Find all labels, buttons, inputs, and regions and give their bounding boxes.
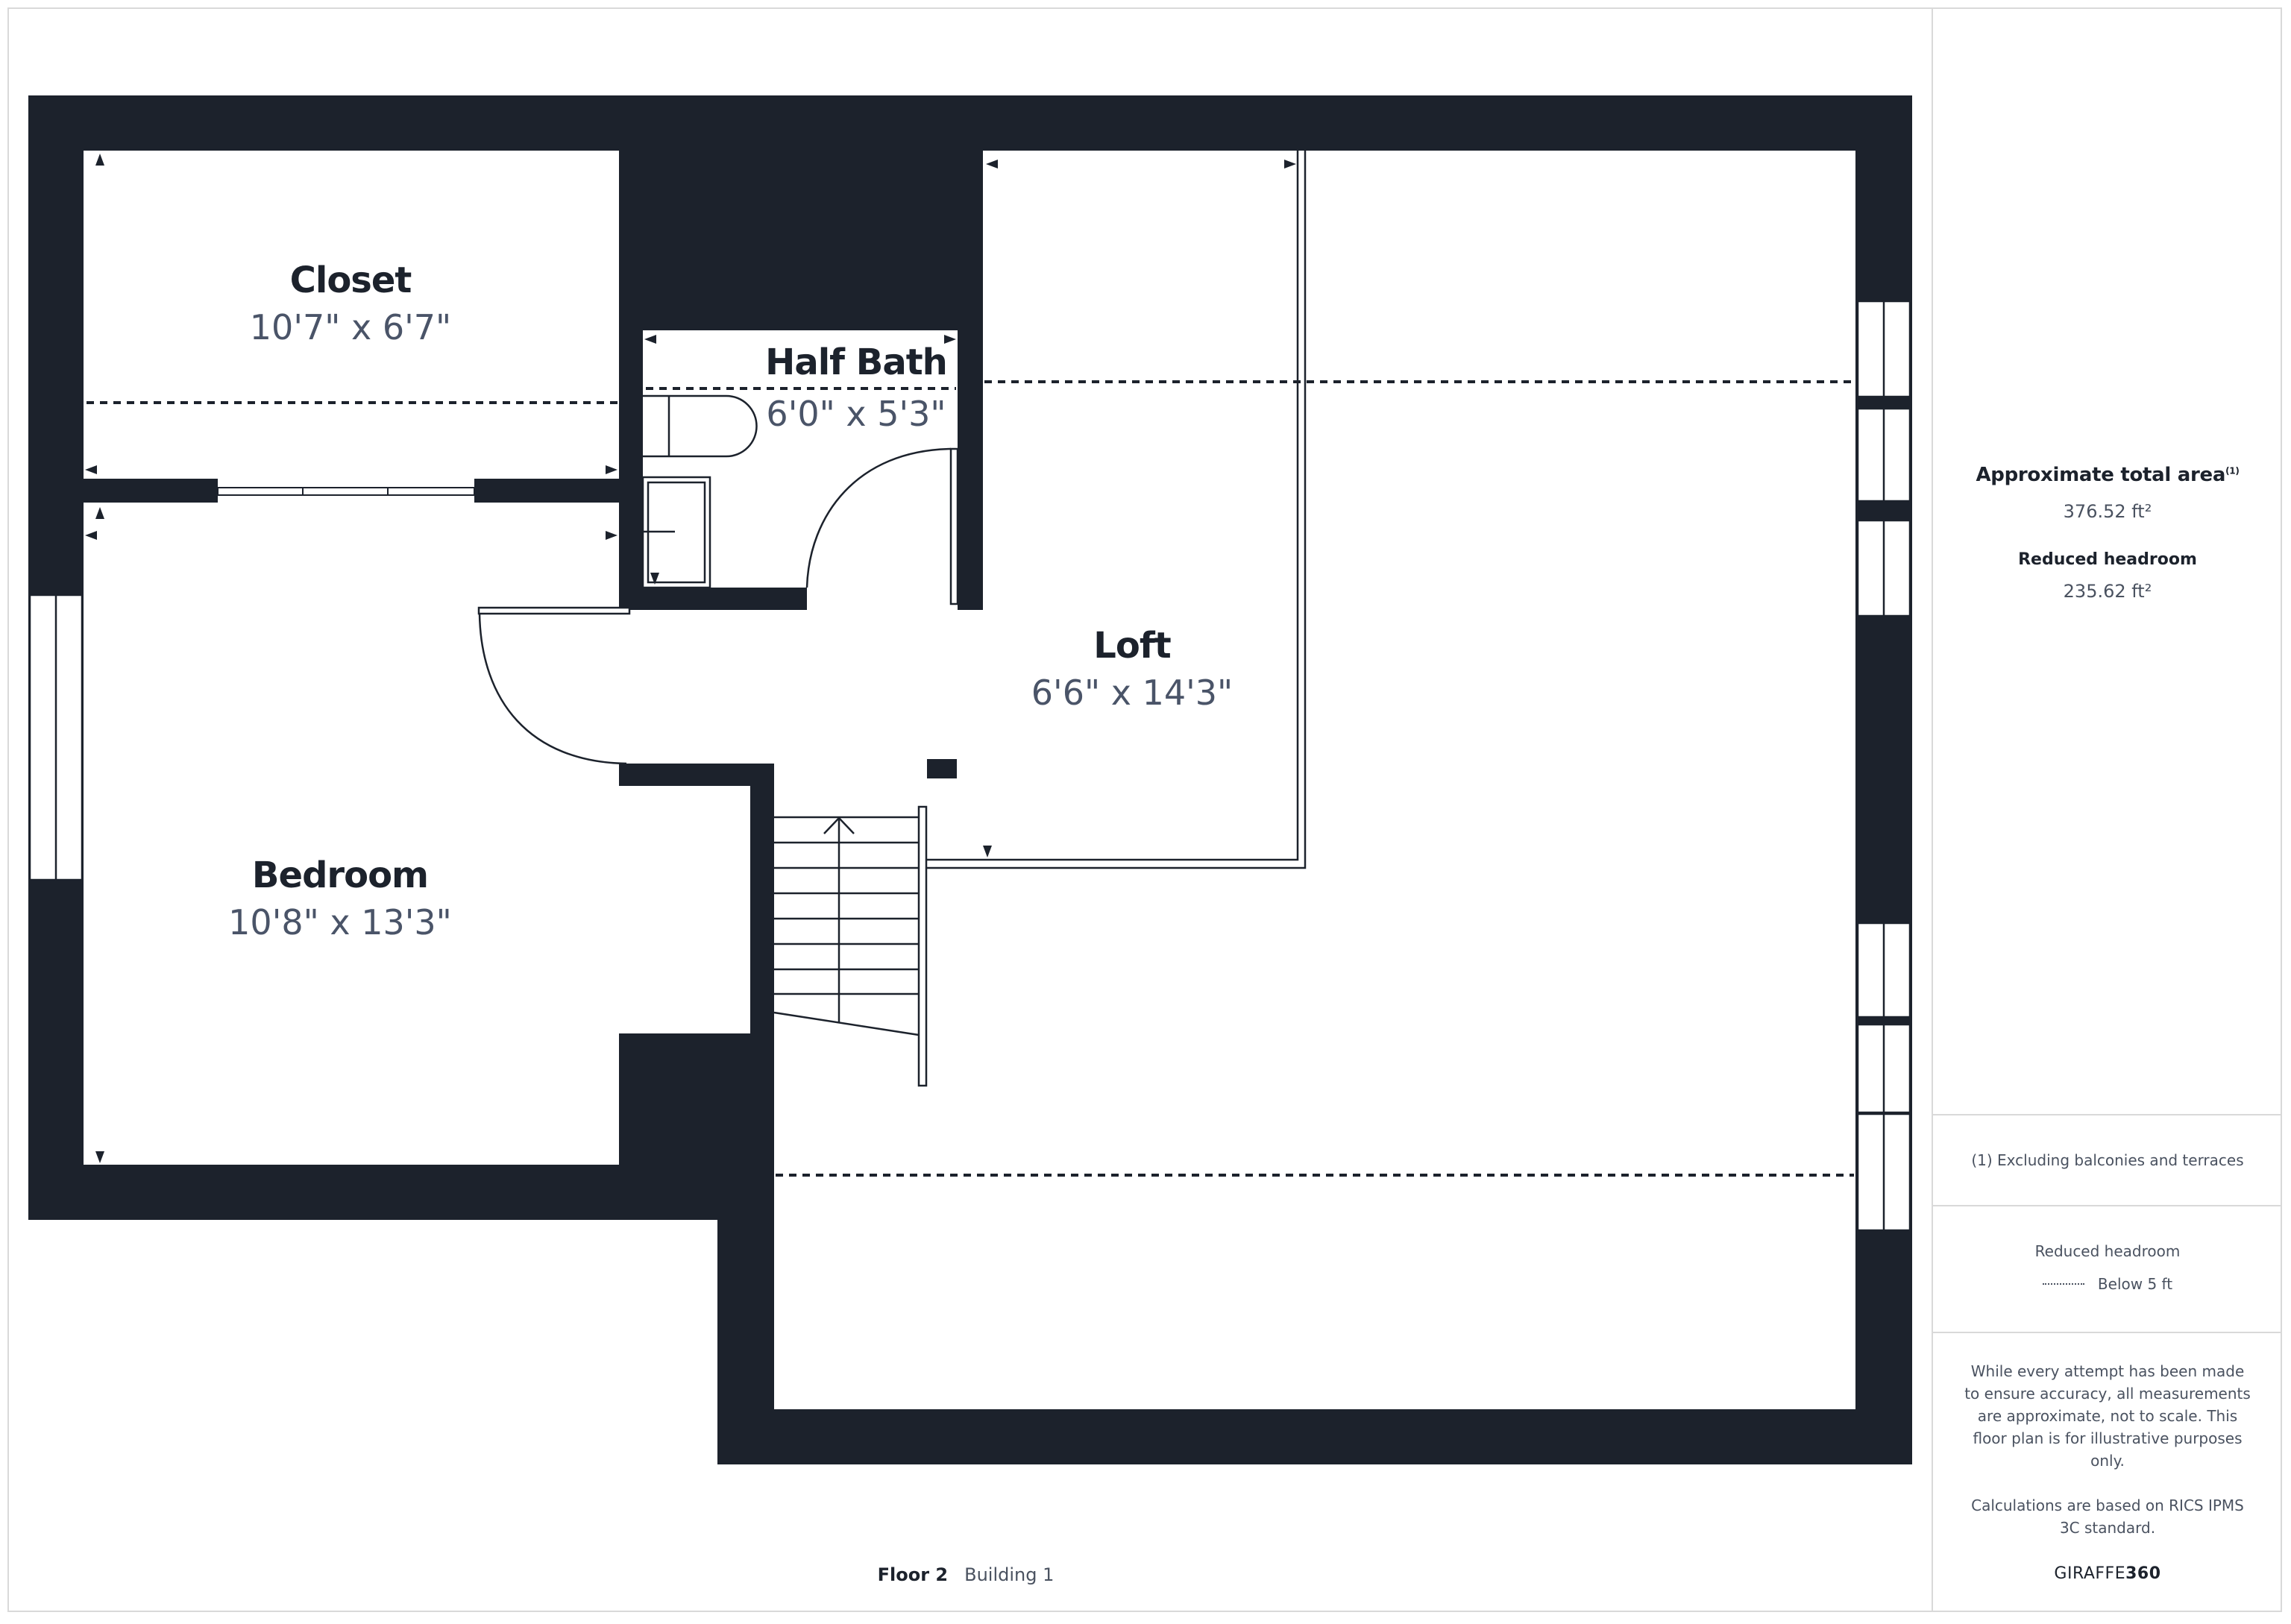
staircase — [773, 805, 928, 1087]
dotted-line-icon — [2042, 1283, 2084, 1285]
room-half-bath: Half Bath 6'0" x 5'3" — [765, 342, 948, 434]
legend-item-label: Below 5 ft — [2097, 1275, 2173, 1293]
info-sidebar: Approximate total area(1) 376.52 ft² Red… — [1932, 7, 2282, 1612]
floor-caption: Floor 2 Building 1 — [0, 1564, 1932, 1585]
legend-item: Below 5 ft — [1933, 1275, 2282, 1293]
bath-door — [805, 447, 959, 605]
room-bedroom: Bedroom 10'8" x 13'3" — [228, 855, 452, 942]
room-dimensions: 10'7" x 6'7" — [249, 307, 452, 347]
disclaimer-text: While every attempt has been made to ens… — [1964, 1362, 2251, 1470]
disclaimer-section: While every attempt has been made to ens… — [1933, 1332, 2282, 1612]
sink — [641, 476, 711, 589]
building-label: Building 1 — [964, 1564, 1055, 1585]
floor-label: Floor 2 — [877, 1564, 949, 1585]
bedroom-door — [477, 606, 631, 765]
room-dimensions: 10'8" x 13'3" — [228, 902, 452, 942]
floor-plan-drawing — [28, 95, 1912, 1464]
footnote-marker: (1) — [2225, 465, 2240, 476]
loft-railing — [926, 151, 1307, 869]
total-area-label: Approximate total area — [1976, 464, 2226, 486]
brand-logo: GIRAFFE360 — [1963, 1564, 2252, 1583]
room-closet: Closet 10'7" x 6'7" — [250, 259, 451, 347]
calculation-note: Calculations are based on RICS IPMS 3C s… — [1971, 1496, 2244, 1537]
reduced-headroom-heading: Reduced headroom — [2018, 550, 2197, 569]
total-area-heading: Approximate total area(1) — [1933, 464, 2282, 486]
closet-sliding-door — [217, 487, 475, 496]
room-loft: Loft 6'6" x 14'3" — [1031, 625, 1233, 713]
footnote-section: (1) Excluding balconies and terraces — [1933, 1114, 2282, 1205]
room-name: Bedroom — [251, 855, 429, 896]
room-name: Loft — [1093, 625, 1171, 667]
toilet — [643, 394, 758, 458]
legend-section: Reduced headroom Below 5 ft — [1933, 1205, 2282, 1332]
reduced-headroom-value: 235.62 ft² — [2063, 581, 2152, 602]
brand-name: GIRAFFE — [2054, 1564, 2126, 1583]
room-name: Closet — [289, 259, 412, 301]
brand-number: 360 — [2125, 1564, 2161, 1583]
window-left — [28, 594, 84, 881]
room-name: Half Bath — [765, 342, 948, 383]
floor-plan: Closet 10'7" x 6'7" Half Bath 6'0" x 5'3… — [0, 95, 1932, 1585]
footnote-text: (1) Excluding balconies and terraces — [1971, 1151, 2244, 1169]
room-dimensions: 6'0" x 5'3" — [766, 394, 946, 434]
area-summary: Approximate total area(1) 376.52 ft² Red… — [1933, 7, 2282, 1114]
window-right-lower — [1856, 922, 1911, 1232]
dimension-markers — [85, 154, 1296, 1163]
total-area-value: 376.52 ft² — [2063, 501, 2152, 522]
reduced-headroom-lines — [87, 380, 1857, 1177]
room-dimensions: 6'6" x 14'3" — [1031, 673, 1234, 713]
legend-title: Reduced headroom — [2034, 1242, 2181, 1260]
page-frame — [7, 7, 2282, 1612]
window-right-upper — [1856, 300, 1911, 617]
